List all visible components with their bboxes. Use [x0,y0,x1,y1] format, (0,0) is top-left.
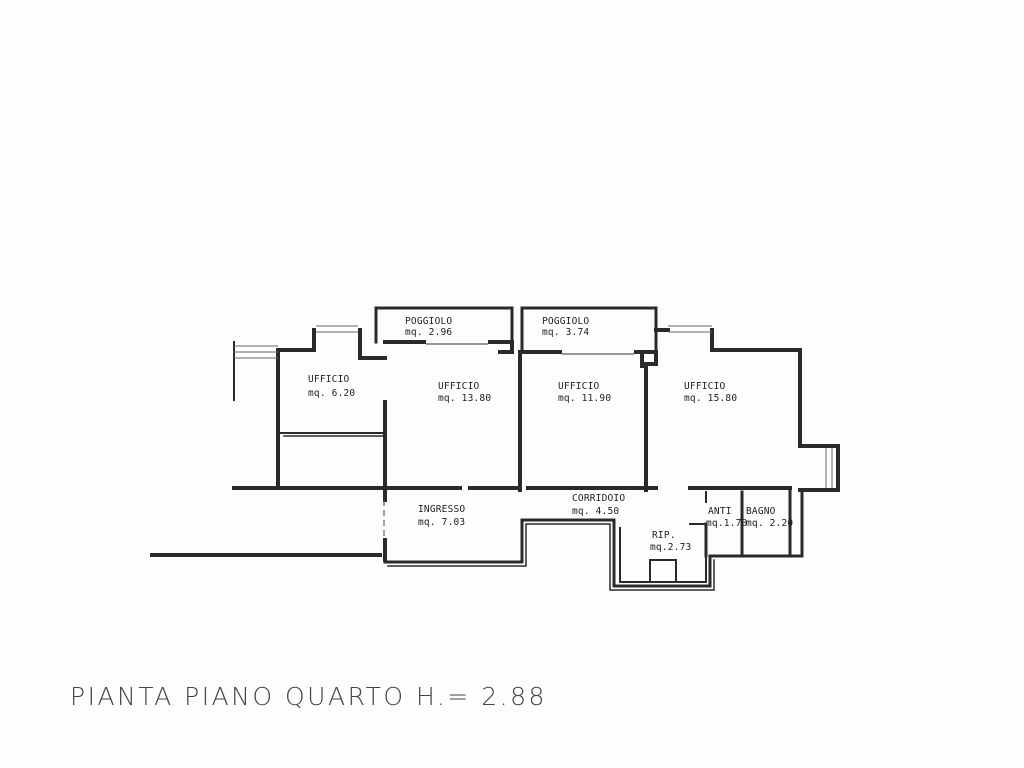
room-area-entrance: mq. 7.03 [418,517,465,528]
room-name-balcony-2: POGGIOLO [542,316,589,327]
walls [150,306,840,591]
room-area-anteroom: mq.1.70 [706,518,748,529]
room-name-office-1: UFFICIO [308,374,350,385]
room-area-storage: mq.2.73 [650,542,691,553]
room-area-corridor: mq. 4.50 [572,506,619,517]
room-name-corridor: CORRIDOIO [572,493,625,504]
room-area-office-4: mq. 15.80 [684,393,737,404]
windows [234,325,833,488]
plan-title: PIANTA PIANO QUARTO H.= 2.88 [70,682,547,711]
room-area-balcony-2: mq. 3.74 [542,327,589,338]
room-name-office-4: UFFICIO [684,381,726,392]
room-name-anteroom: ANTI [708,506,732,517]
room-name-storage: RIP. [652,530,676,541]
room-area-office-2: mq. 13.80 [438,393,491,404]
room-name-balcony-1: POGGIOLO [405,316,452,327]
room-area-balcony-1: mq. 2.96 [405,327,452,338]
room-name-bathroom: BAGNO [746,506,776,517]
room-area-bathroom: mq. 2.20 [746,518,793,529]
room-area-office-3: mq. 11.90 [558,393,611,404]
room-name-office-2: UFFICIO [438,381,480,392]
room-area-office-1: mq. 6.20 [308,388,355,399]
room-name-entrance: INGRESSO [418,504,465,515]
room-name-office-3: UFFICIO [558,381,600,392]
